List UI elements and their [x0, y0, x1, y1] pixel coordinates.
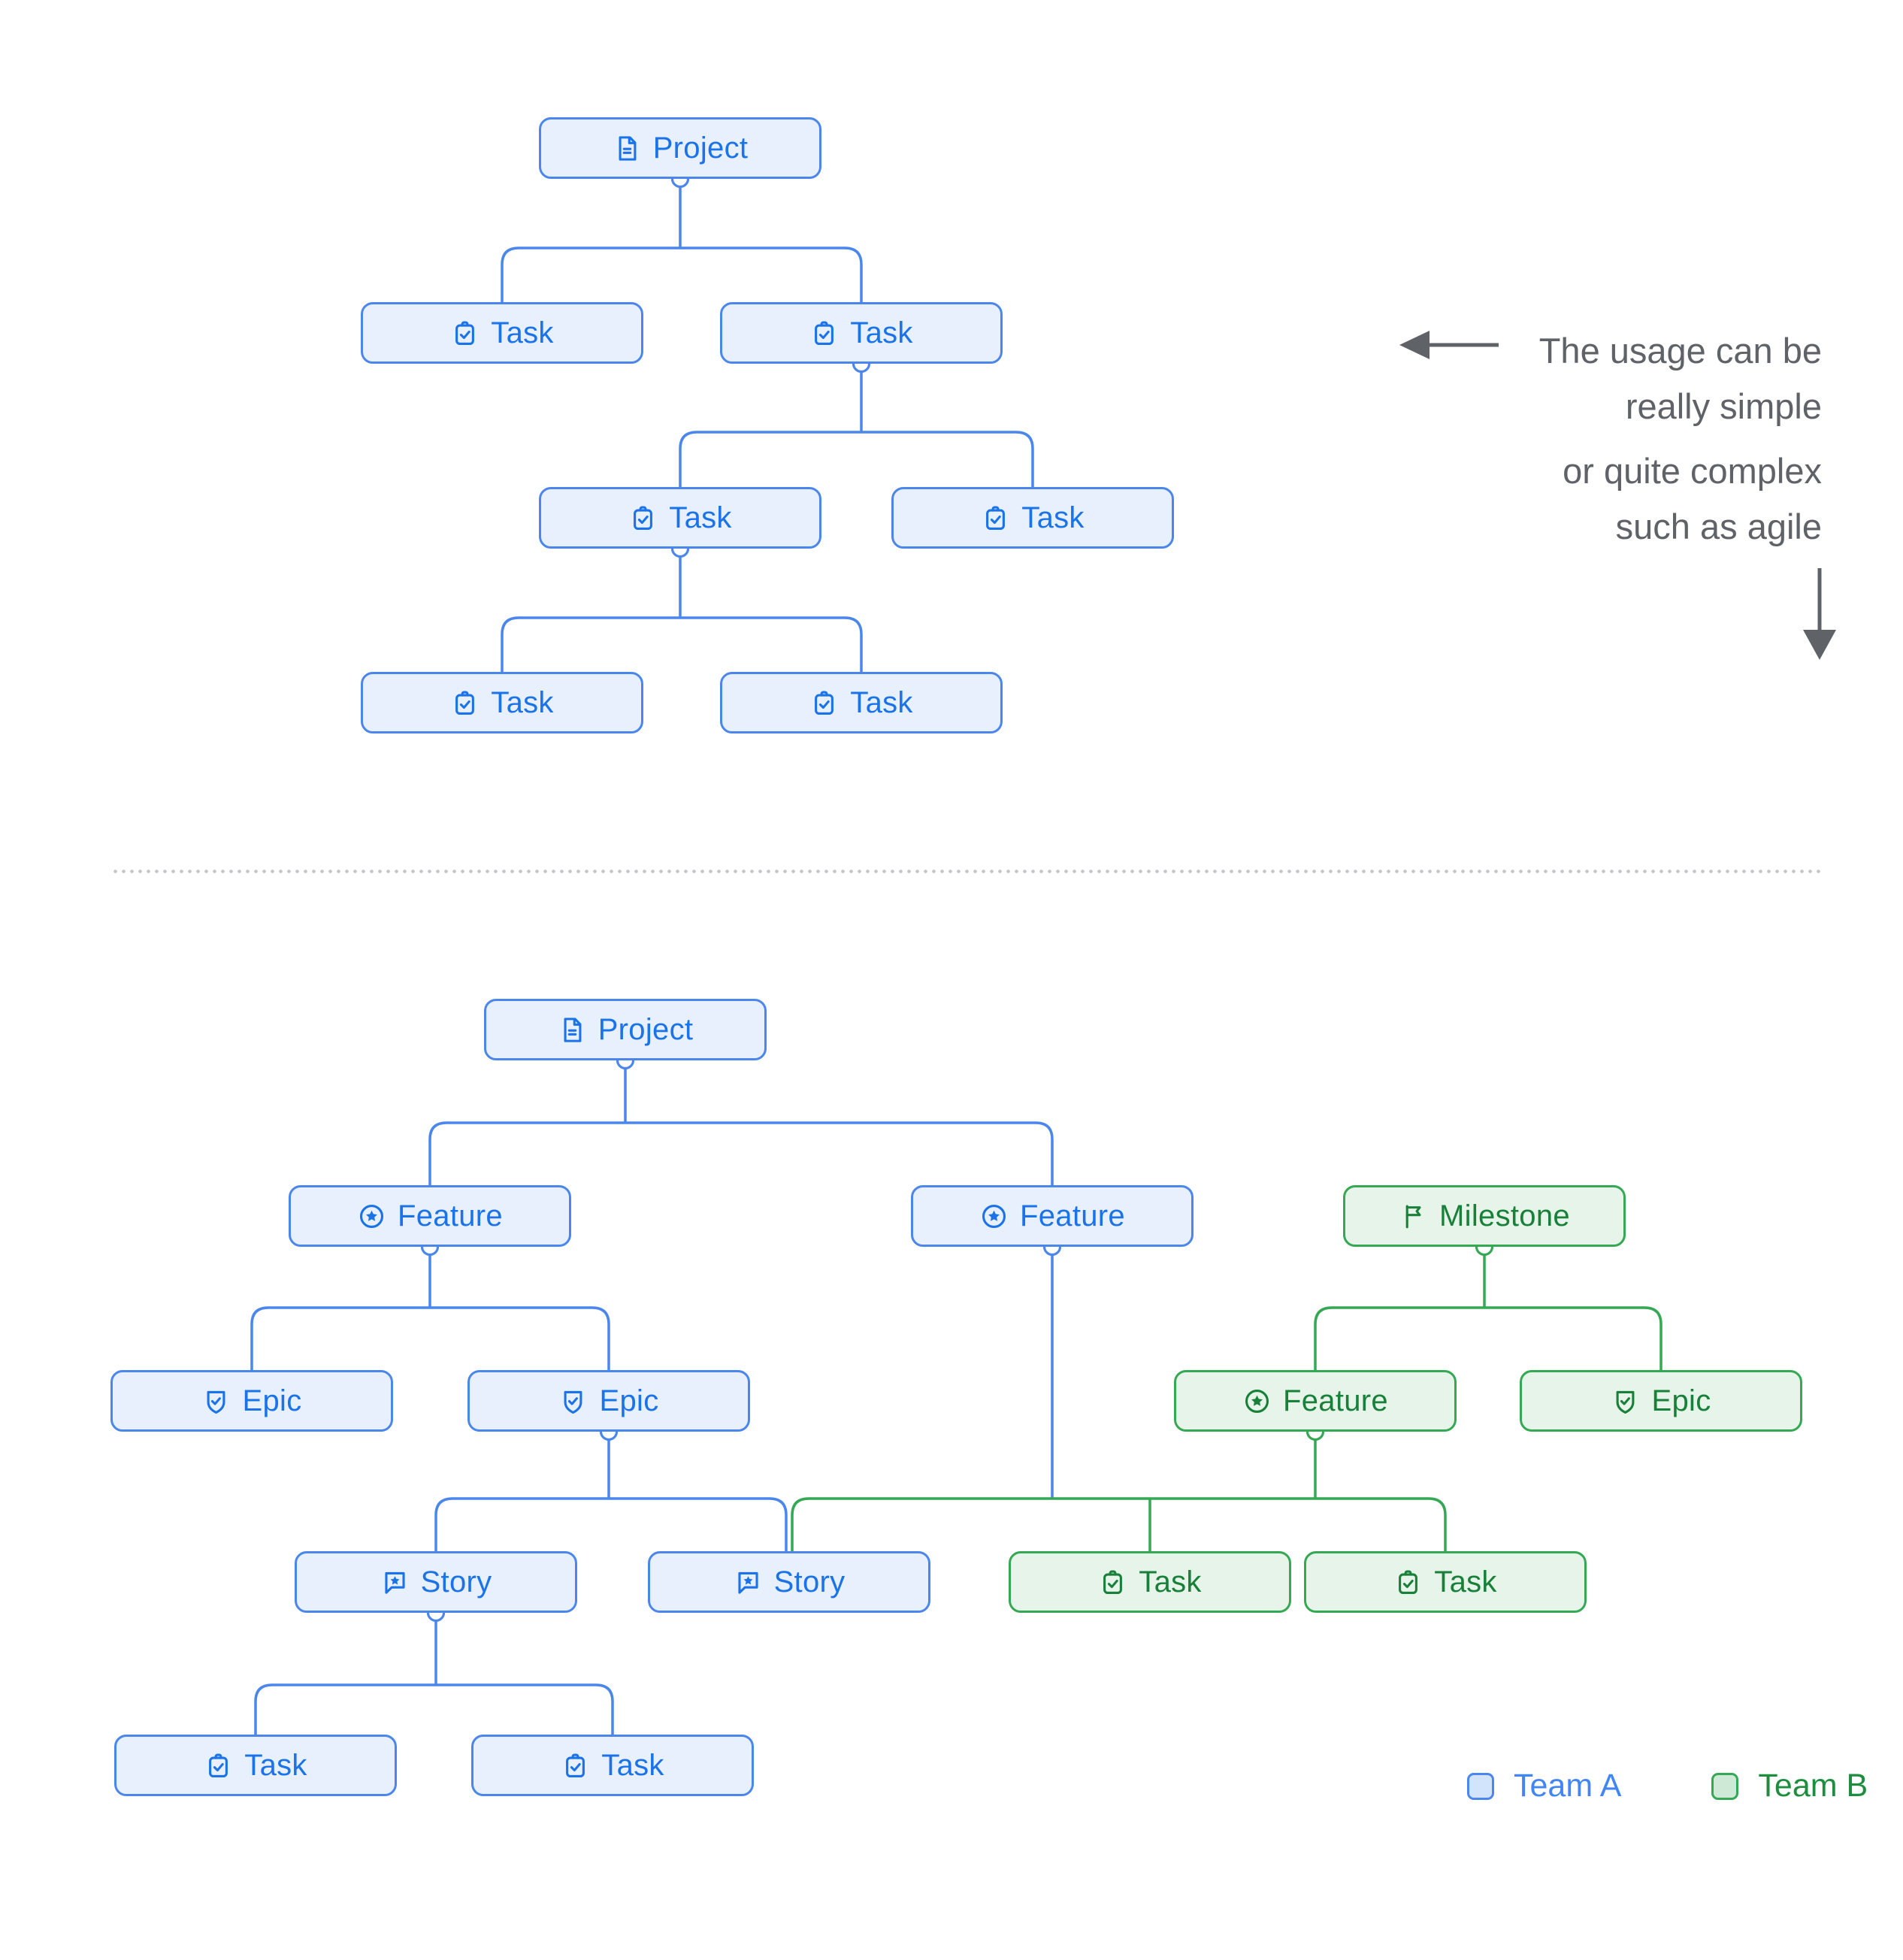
legend-label: Team B — [1758, 1768, 1868, 1804]
document-icon — [558, 1015, 587, 1045]
node-epic: Epic — [1520, 1370, 1802, 1432]
task-icon — [1393, 1568, 1423, 1597]
tree-edge — [250, 1247, 610, 1370]
epic-icon — [558, 1387, 588, 1416]
node-milestone: Milestone — [1343, 1185, 1626, 1247]
node-task: Task — [1304, 1551, 1587, 1613]
node-story: Story — [648, 1551, 930, 1613]
story-icon — [734, 1568, 763, 1597]
annotation-arrows — [1399, 331, 1836, 660]
node-label: Task — [491, 685, 554, 719]
task-icon — [450, 688, 480, 718]
node-epic: Epic — [467, 1370, 750, 1432]
node-task: Task — [114, 1735, 397, 1796]
node-label: Epic — [1651, 1384, 1711, 1417]
node-feature: Feature — [289, 1185, 571, 1247]
node-label: Feature — [1020, 1199, 1125, 1233]
node-task: Task — [471, 1735, 754, 1796]
legend: Team A Team B — [1467, 1768, 1868, 1804]
milestone-icon — [1399, 1202, 1428, 1231]
node-label: Task — [1139, 1565, 1202, 1599]
task-icon — [809, 688, 839, 718]
tree-edge — [434, 1432, 788, 1551]
arrow-left-head — [1399, 331, 1430, 359]
node-label: Feature — [398, 1199, 503, 1233]
node-label: Project — [598, 1012, 694, 1046]
node-task: Task — [539, 487, 821, 549]
node-task: Task — [720, 302, 1003, 364]
node-label: Story — [420, 1565, 492, 1599]
node-label: Task — [491, 316, 554, 349]
task-icon — [450, 319, 480, 348]
node-label: Task — [1021, 501, 1085, 534]
task-icon — [204, 1751, 233, 1780]
node-task: Task — [1009, 1551, 1291, 1613]
tree-edge — [254, 1613, 614, 1735]
legend-swatch-icon — [1467, 1772, 1494, 1800]
node-label: Story — [773, 1565, 846, 1599]
annotation-line: really simple — [1625, 386, 1822, 426]
dotted-divider — [111, 869, 1822, 874]
tree-edge — [501, 549, 863, 672]
legend-swatch-icon — [1711, 1772, 1739, 1800]
annotation-line: such as agile — [1615, 507, 1822, 546]
feature-icon — [357, 1202, 386, 1231]
legend-item-team-a: Team A — [1467, 1768, 1621, 1804]
node-epic: Epic — [110, 1370, 393, 1432]
epic-icon — [201, 1387, 231, 1416]
annotation-gap — [1300, 434, 1822, 443]
node-label: Task — [850, 316, 913, 349]
task-icon — [628, 504, 658, 533]
node-task: Task — [891, 487, 1174, 549]
epic-icon — [1611, 1387, 1640, 1416]
node-label: Task — [244, 1748, 307, 1782]
node-project: Project — [484, 999, 767, 1060]
node-feature: Feature — [1174, 1370, 1457, 1432]
node-task: Task — [720, 672, 1003, 733]
annotation-line: or quite complex — [1563, 451, 1822, 491]
node-label: Epic — [599, 1384, 659, 1417]
node-task: Task — [361, 302, 643, 364]
node-project: Project — [539, 117, 821, 179]
node-label: Task — [601, 1748, 664, 1782]
node-story: Story — [295, 1551, 577, 1613]
tree-edge — [1314, 1247, 1662, 1370]
node-label: Project — [652, 131, 749, 165]
node-label: Milestone — [1439, 1199, 1570, 1233]
arrow-down-head — [1803, 630, 1836, 660]
node-feature: Feature — [911, 1185, 1194, 1247]
node-task: Task — [361, 672, 643, 733]
feature-icon — [1242, 1387, 1272, 1416]
annotation-line: The usage can be — [1538, 331, 1822, 371]
document-icon — [613, 134, 642, 163]
task-icon — [981, 504, 1010, 533]
task-icon — [1098, 1568, 1127, 1597]
task-icon — [809, 319, 839, 348]
node-label: Task — [1434, 1565, 1497, 1599]
feature-icon — [979, 1202, 1009, 1231]
node-label: Feature — [1283, 1384, 1388, 1417]
tree-edge — [501, 179, 863, 302]
annotation-text: The usage can be really simple or quite co… — [1300, 323, 1822, 555]
tree-edge — [791, 1432, 1447, 1551]
node-label: Task — [669, 501, 732, 534]
legend-label: Team A — [1514, 1768, 1622, 1804]
node-label: Epic — [242, 1384, 302, 1417]
tree-edge — [679, 364, 1034, 487]
tree-edge — [428, 1060, 1054, 1185]
node-label: Task — [850, 685, 913, 719]
story-icon — [380, 1568, 410, 1597]
legend-item-team-b: Team B — [1711, 1768, 1868, 1804]
task-icon — [561, 1751, 590, 1780]
